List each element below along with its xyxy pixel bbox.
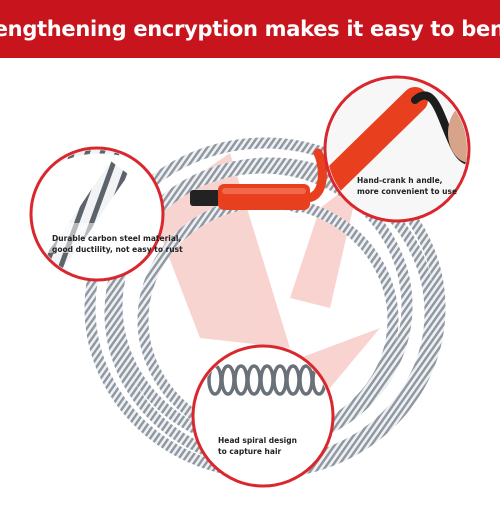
spiral-callout-line2: to capture hair	[218, 447, 282, 456]
steel-callout-text: Durable carbon steel material, good duct…	[52, 233, 183, 255]
handle-callout	[323, 75, 471, 223]
steel-callout-line2: good ductility, not easy to rust	[52, 245, 183, 254]
handle-callout-line1: Hand-crank h andle,	[357, 176, 443, 185]
banner-title: Lengthening encryption makes it easy to …	[0, 17, 500, 41]
spiral-callout-line1: Head spiral design	[218, 436, 297, 445]
handle-callout-text: Hand-crank h andle, more convenient to u…	[357, 175, 457, 197]
spiral-callout-text: Head spiral design to capture hair	[218, 435, 297, 457]
handle-grip	[190, 148, 327, 210]
spiral-callout	[191, 344, 335, 488]
title-banner: Lengthening encryption makes it easy to …	[0, 0, 500, 58]
handle-callout-line2: more convenient to use	[357, 187, 458, 196]
steel-callout-line1: Durable carbon steel material,	[52, 234, 182, 243]
product-illustration	[29, 75, 471, 488]
product-scene: Durable carbon steel material, good duct…	[0, 58, 500, 500]
